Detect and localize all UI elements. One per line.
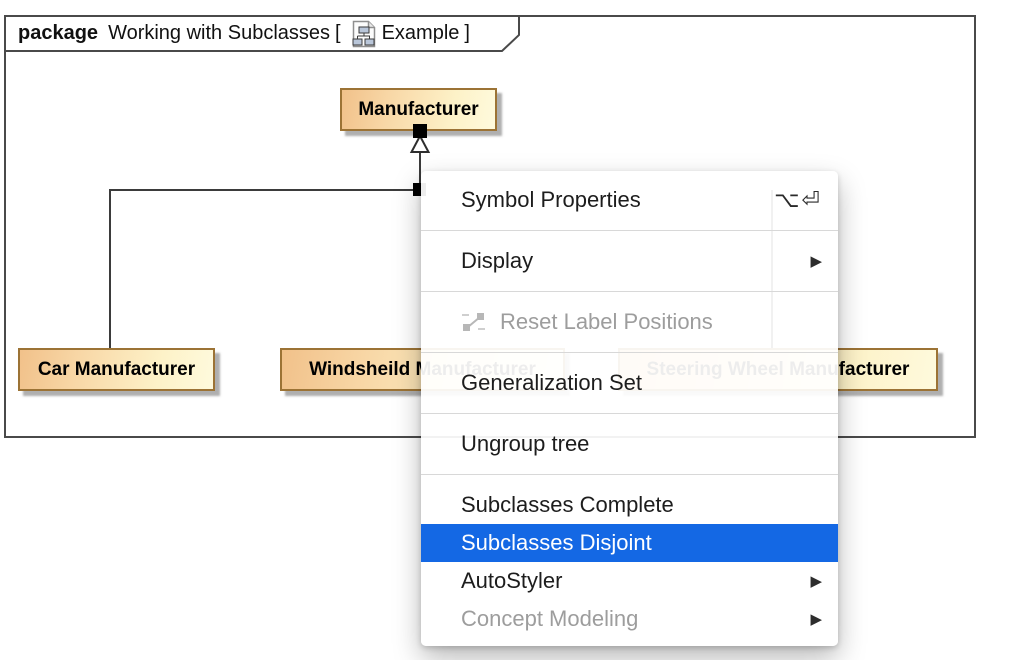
submenu-arrow-icon: ▶: [810, 611, 822, 628]
diagram-title: Working with Subclasses: [108, 22, 331, 44]
class-diagram-icon: [350, 20, 378, 48]
selection-handle-top[interactable]: [413, 124, 427, 138]
menu-separator: [421, 230, 838, 231]
generalization-arrow-icon: [409, 133, 431, 153]
reset-label-positions-icon: [461, 312, 487, 332]
generalization-trunk-line[interactable]: [419, 152, 421, 190]
menu-separator: [421, 352, 838, 353]
menu-item-reset-label-positions[interactable]: Reset Label Positions: [421, 303, 838, 341]
bracket-close: ]: [464, 22, 470, 44]
menu-separator: [421, 291, 838, 292]
generalization-horizontal-line[interactable]: [110, 189, 420, 191]
submenu-arrow-icon: ▶: [810, 573, 822, 590]
class-name-label: Manufacturer: [358, 99, 479, 120]
menu-item-symbol-properties[interactable]: Symbol Properties ⌥⏎: [461, 187, 822, 212]
package-keyword: package: [18, 22, 99, 44]
context-menu: Symbol Properties ⌥⏎ Display ▶ Reset Lab…: [421, 171, 838, 646]
menu-item-display[interactable]: Display ▶: [461, 248, 822, 273]
menu-item-subclasses-disjoint[interactable]: Subclasses Disjoint: [421, 524, 838, 562]
bracket-open: [: [335, 22, 341, 44]
class-manufacturer[interactable]: Manufacturer: [340, 88, 497, 131]
menu-separator: [421, 413, 838, 414]
shortcut-option-return: ⌥⏎: [774, 187, 822, 212]
menu-item-concept-modeling[interactable]: Concept Modeling ▶: [461, 606, 822, 631]
menu-item-generalization-set[interactable]: Generalization Set: [461, 370, 642, 395]
menu-item-autostyler[interactable]: AutoStyler ▶: [461, 568, 822, 593]
class-car-manufacturer[interactable]: Car Manufacturer: [18, 348, 215, 391]
menu-separator: [421, 474, 838, 475]
menu-item-subclasses-complete[interactable]: Subclasses Complete: [461, 492, 674, 517]
frame-tab: [4, 15, 520, 52]
submenu-arrow-icon: ▶: [810, 253, 822, 270]
class-name-label: Car Manufacturer: [37, 359, 196, 380]
diagram-name: Example: [381, 22, 460, 44]
menu-item-ungroup-tree[interactable]: Ungroup tree: [461, 431, 590, 456]
frame-tab-label: package Working with Subclasses [ Exampl…: [18, 16, 475, 51]
generalization-line-car[interactable]: [109, 189, 111, 348]
